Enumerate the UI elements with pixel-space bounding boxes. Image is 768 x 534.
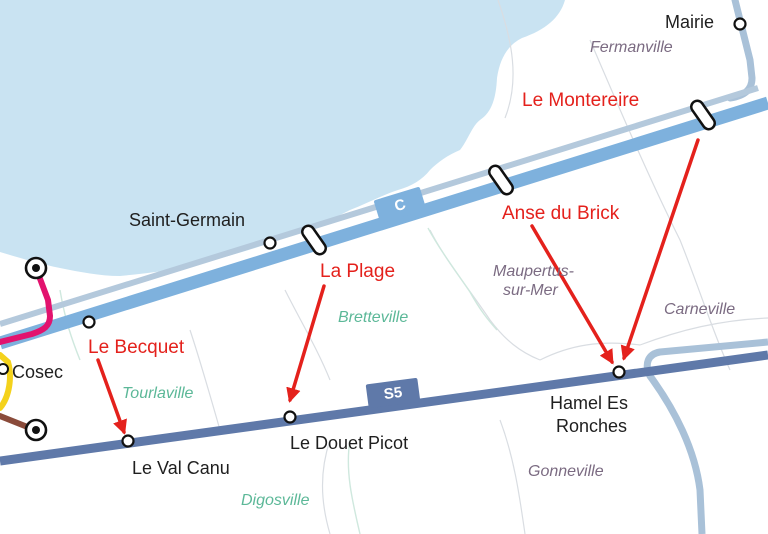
annotation-la-plage: La Plage: [320, 261, 395, 282]
station-capsule[interactable]: [689, 98, 717, 131]
stop-label-cosec[interactable]: Cosec: [12, 362, 63, 382]
line-brown: [0, 413, 33, 431]
commune-label-tourlaville: Tourlaville: [122, 385, 194, 402]
terminus-marker[interactable]: [24, 256, 48, 280]
stop-label-saint-germain[interactable]: Saint-Germain: [129, 210, 245, 230]
station-capsule[interactable]: [300, 223, 328, 256]
terminus-marker[interactable]: [24, 418, 48, 442]
streams: [59, 227, 498, 534]
line-yellow: [0, 352, 13, 411]
arrow-anse-du-brick: [530, 224, 614, 365]
stop-label-le-douet-picot[interactable]: Le Douet Picot: [290, 433, 408, 453]
stop-marker-le-douet-picot[interactable]: [283, 410, 297, 424]
stop-label-hamel-es-ronches-line2[interactable]: Ronches: [556, 416, 627, 436]
line-c-label: C: [392, 196, 407, 215]
line-s5-badge[interactable]: S5: [365, 377, 421, 409]
annotation-le-becquet: Le Becquet: [88, 337, 185, 358]
stop-marker-hamel-es-ronches[interactable]: [612, 365, 626, 379]
line-c-track: [0, 96, 768, 350]
stop-marker[interactable]: [82, 315, 96, 329]
station-capsule[interactable]: [487, 163, 515, 196]
stop-label-le-val-canu[interactable]: Le Val Canu: [132, 458, 230, 478]
commune-label-fermanville: Fermanville: [590, 39, 673, 56]
stop-marker-cosec[interactable]: [0, 363, 9, 375]
commune-label-bretteville: Bretteville: [338, 309, 408, 326]
sea-area: [0, 0, 565, 276]
stop-marker-mairie[interactable]: [733, 17, 747, 31]
stop-label-mairie[interactable]: Mairie: [665, 12, 714, 32]
branch-line: [643, 338, 768, 534]
line-pink: [0, 265, 53, 345]
commune-label-gonneville: Gonneville: [528, 463, 604, 480]
stop-marker-le-val-canu[interactable]: [121, 434, 135, 448]
commune-label-maupertus-line1: Maupertus-: [493, 263, 574, 280]
commune-label-digosville: Digosville: [241, 492, 310, 509]
commune-label-carneville: Carneville: [664, 301, 735, 318]
line-s5-label: S5: [383, 384, 403, 403]
stop-label-hamel-es-ronches-line1[interactable]: Hamel Es: [550, 393, 628, 413]
arrow-le-becquet: [96, 358, 127, 435]
annotation-le-montereire: Le Montereire: [522, 90, 639, 111]
arrow-le-montereire: [620, 138, 700, 361]
annotation-arrows: [96, 138, 700, 435]
commune-label-maupertus-line2: sur-Mer: [503, 282, 558, 299]
arrow-la-plage: [286, 284, 326, 403]
line-c-badge[interactable]: C: [374, 187, 427, 224]
annotation-anse-du-brick: Anse du Brick: [502, 203, 620, 224]
stop-marker-saint-germain[interactable]: [263, 236, 277, 250]
